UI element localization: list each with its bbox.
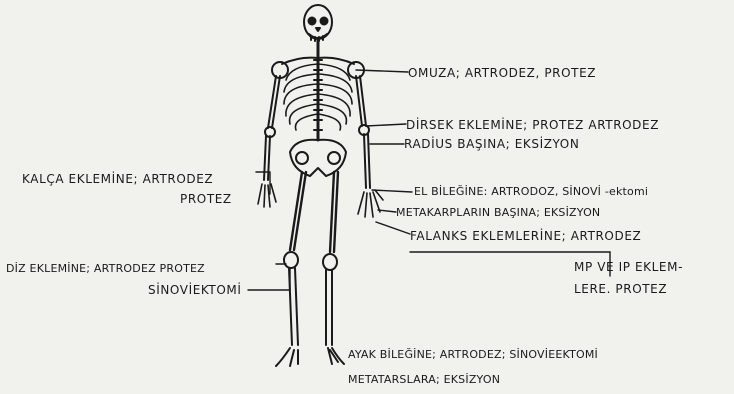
shoulder-label: OMUZA; ARTRODEZ, PROTEZ xyxy=(408,66,596,80)
knee-label-line2: SİNOVİEKTOMİ xyxy=(148,283,242,297)
ankle-label: AYAK BİLEĞİNE; ARTRODEZ; SİNOVİEEKTOMİ xyxy=(348,348,598,362)
metacarpal-label: METAKARPLARIN BAŞINA; EKSİZYON xyxy=(396,206,600,220)
leader-sinovi xyxy=(248,268,290,290)
hip-label-line2: PROTEZ xyxy=(180,192,232,206)
elbow-label: DİRSEK EKLEMİNE; PROTEZ ARTRODEZ xyxy=(406,118,659,132)
mp-ip-label-line1: MP VE IP EKLEM- xyxy=(574,260,683,274)
skull xyxy=(304,5,332,41)
leader-wrist xyxy=(372,190,412,192)
left-arm xyxy=(258,76,280,207)
leader-lines xyxy=(248,70,610,290)
leader-phalanx xyxy=(376,222,410,234)
radius-label: RADİUS BAŞINA; EKSİZYON xyxy=(404,137,579,151)
pelvis xyxy=(290,140,346,176)
wrist-label: EL BİLEĞİNE: ARTRODOZ, SİNOVİ -ektomi xyxy=(414,185,648,199)
leader-elbow xyxy=(366,124,406,126)
left-leg xyxy=(276,172,306,366)
right-arm xyxy=(356,76,383,217)
knee-label-line1: DİZ EKLEMİNE; ARTRODEZ PROTEZ xyxy=(6,262,205,276)
mp-ip-label-line2: LERE. PROTEZ xyxy=(574,282,667,296)
right-leg xyxy=(323,172,344,364)
hip-label-line1: KALÇA EKLEMİNE; ARTRODEZ xyxy=(22,172,213,186)
phalanx-label: FALANKS EKLEMLERİNE; ARTRODEZ xyxy=(410,229,641,243)
metatarsal-label: METATARSLARA; EKSİZYON xyxy=(348,373,500,387)
